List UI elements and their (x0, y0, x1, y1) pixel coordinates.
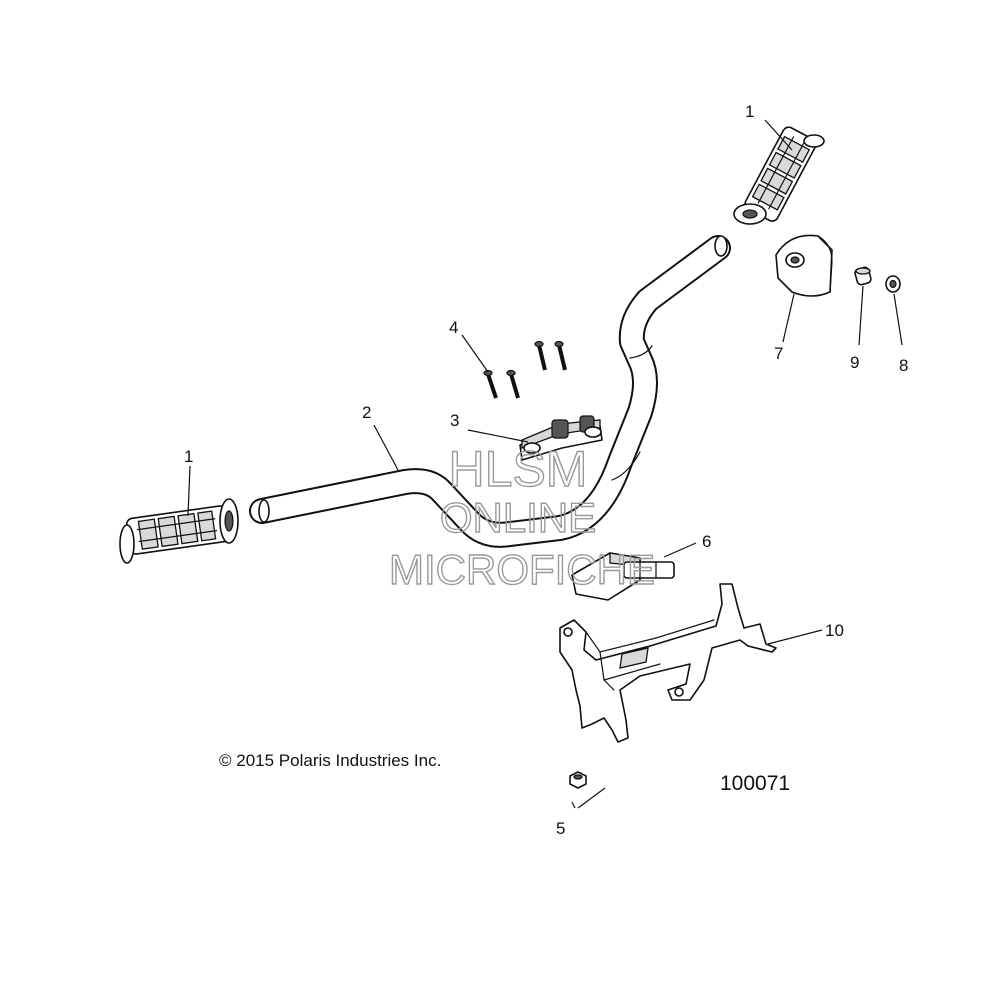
callout-4: 4 (449, 318, 458, 337)
callout-3: 3 (450, 411, 459, 430)
watermark-line-2: ONLINE (440, 494, 596, 541)
handlebar (249, 235, 731, 548)
watermark-line-3: MICROFICHE (389, 546, 655, 593)
nut (569, 771, 587, 789)
callout-8: 8 (899, 356, 908, 375)
callout-7: 7 (774, 344, 783, 363)
mounting-bracket (559, 583, 777, 743)
callout-9: 9 (850, 353, 859, 372)
callout-10: 10 (825, 621, 844, 640)
fitting-9 (854, 266, 872, 286)
copyright-notice: © 2015 Polaris Industries Inc. (219, 751, 441, 770)
right-grip (733, 126, 825, 225)
handlebar-pad (775, 234, 833, 297)
callout-5: 5 (556, 819, 565, 838)
watermark: HLSM ONLINE MICROFICHE (388, 440, 655, 593)
handlebar-clamp (519, 415, 603, 461)
switch-housing (571, 552, 675, 601)
leader-lines (187, 119, 903, 809)
figure-number: 100071 (720, 772, 790, 795)
left-grip (119, 498, 239, 564)
callout-1-right: 1 (745, 102, 754, 121)
watermark-line-1: HLSM (449, 441, 588, 497)
callout-1-left: 1 (184, 447, 193, 466)
callout-6: 6 (702, 532, 711, 551)
fitting-8 (885, 275, 901, 293)
clamp-bolts (483, 340, 567, 399)
callout-2: 2 (362, 403, 371, 422)
